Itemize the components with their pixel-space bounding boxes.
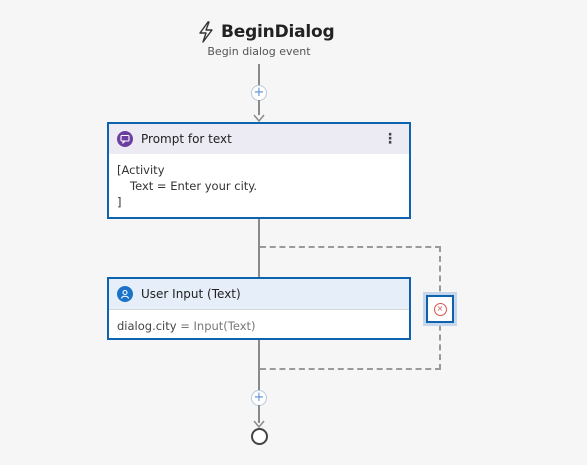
connector-line xyxy=(258,340,260,390)
lightning-bolt-icon xyxy=(199,21,213,43)
arrow-down-icon xyxy=(253,114,265,122)
trigger-header[interactable]: BeginDialog xyxy=(197,20,335,44)
input-card-body: dialog.city = Input(Text) xyxy=(109,309,409,340)
loop-control-button[interactable]: × xyxy=(423,292,457,326)
end-node xyxy=(251,428,268,445)
input-assignment: = Input(Text) xyxy=(176,319,256,333)
input-card-header: User Input (Text) xyxy=(109,279,409,309)
prompt-card-header: Prompt for text ⋮ xyxy=(109,124,409,154)
prompt-card-body: [Activity Text = Enter your city. ] xyxy=(109,154,409,218)
prompt-body-line: Text = Enter your city. xyxy=(130,179,258,193)
add-action-button[interactable]: + xyxy=(251,85,267,101)
input-card-title: User Input (Text) xyxy=(141,287,241,301)
prompt-body-line: [Activity xyxy=(117,163,165,177)
arrow-down-icon xyxy=(253,420,265,428)
connector-line xyxy=(258,219,260,277)
input-property: dialog.city xyxy=(117,319,177,333)
trigger-subtitle: Begin dialog event xyxy=(207,45,311,58)
close-circle-icon: × xyxy=(433,302,447,316)
more-options-icon[interactable]: ⋮ xyxy=(383,131,397,147)
connector-line xyxy=(258,405,260,423)
prompt-for-text-card[interactable]: Prompt for text ⋮ [Activity Text = Enter… xyxy=(107,122,411,219)
prompt-body-line: ] xyxy=(117,195,122,209)
connector-line xyxy=(258,100,260,115)
add-action-button[interactable]: + xyxy=(251,390,267,406)
chat-bubble-icon xyxy=(117,131,133,147)
connector-line xyxy=(258,64,260,86)
user-input-card[interactable]: User Input (Text) dialog.city = Input(Te… xyxy=(107,277,411,340)
user-icon xyxy=(117,286,133,302)
prompt-card-title: Prompt for text xyxy=(141,132,232,146)
loop-control-inner: × xyxy=(426,295,454,323)
trigger-title: BeginDialog xyxy=(221,22,335,42)
